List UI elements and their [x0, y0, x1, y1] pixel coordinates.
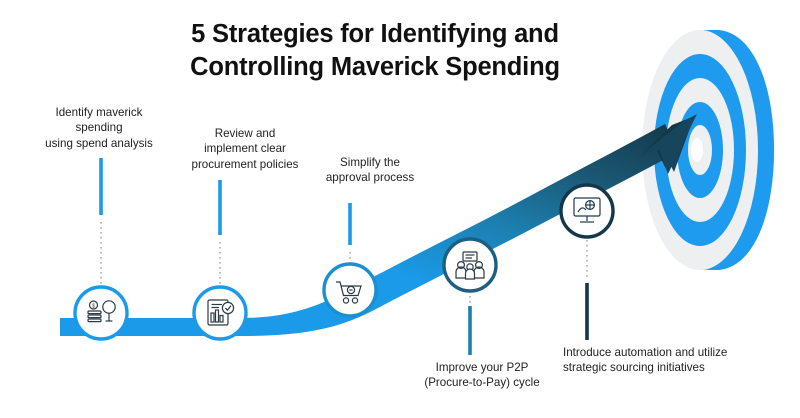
step-caption-3: Simplify the approval process	[325, 156, 415, 185]
step-node-2[interactable]	[192, 285, 248, 341]
monitor-automation-icon	[573, 197, 601, 223]
step-caption-2: Review and implement clear procurement p…	[191, 127, 299, 171]
report-check-icon	[207, 299, 235, 326]
step-node-3[interactable]	[322, 262, 378, 318]
shopping-cart-icon	[336, 281, 362, 304]
step-node-1[interactable]: $	[73, 285, 129, 341]
svg-text:$: $	[92, 304, 95, 310]
step-node-4[interactable]	[442, 237, 498, 293]
step-node-5[interactable]	[559, 183, 615, 239]
page-title: 5 Strategies for Identifying and Control…	[190, 20, 560, 81]
step-caption-5: Introduce automation and utilize strateg…	[563, 346, 728, 375]
step-caption-4: Improve your P2P (Procure-to-Pay) cycle	[424, 361, 540, 390]
team-document-icon	[455, 251, 485, 280]
money-magnifier-icon: $	[87, 300, 116, 323]
step-caption-1: Identify maverick spending using spend a…	[45, 106, 153, 150]
